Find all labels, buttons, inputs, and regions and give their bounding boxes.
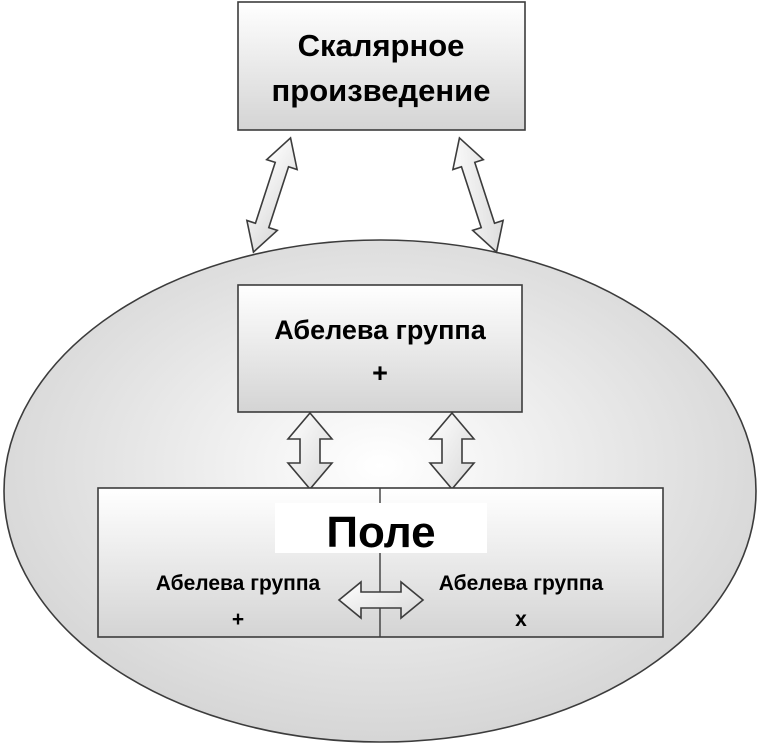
field-left-group-operator: + (232, 608, 244, 631)
scalar-product-label-line1: Скалярное (298, 28, 465, 63)
arrow-horizontal-field (337, 580, 425, 620)
scalar-product-label-line2: произведение (272, 73, 491, 108)
arrow-right-diagonal (451, 136, 505, 254)
field-left-group-label: Абелева группа (156, 572, 321, 595)
abelian-group-top-operator: + (372, 358, 388, 388)
field-right-group-label: Абелева группа (439, 572, 604, 595)
field-title-background (275, 503, 487, 553)
scalar-product-box (237, 1, 526, 131)
field-title: Поле (326, 508, 435, 557)
field-right-group-operator: x (515, 608, 527, 631)
abelian-group-top-box (237, 284, 523, 413)
abelian-group-top-label: Абелева группа (274, 315, 486, 345)
arrow-left-diagonal (245, 136, 299, 254)
